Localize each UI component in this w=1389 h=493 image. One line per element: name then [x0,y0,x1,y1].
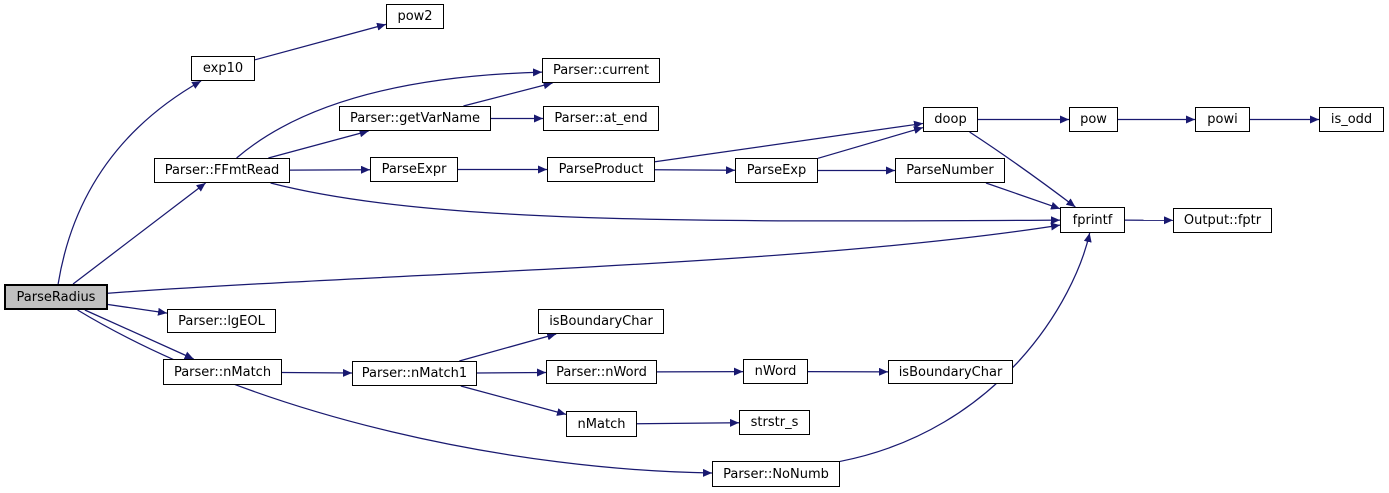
node-parsenumber[interactable]: ParseNumber [895,158,1005,183]
node-current[interactable]: Parser::current [542,58,660,83]
node-nmatch[interactable]: nMatch [566,411,637,437]
node-lgeol[interactable]: Parser::lgEOL [167,309,276,333]
node-exp10[interactable]: exp10 [191,56,255,81]
node-ffmtread[interactable]: Parser::FFmtRead [154,158,290,183]
edge-doop-fprintf [969,131,1076,208]
node-parse_radius: ParseRadius [4,284,108,310]
edge-ffmtread-fprintf [270,182,1061,225]
node-pow2[interactable]: pow2 [386,4,444,29]
node-getvarname[interactable]: Parser::getVarName [339,106,491,131]
node-nonumb[interactable]: Parser::NoNumb [712,461,840,487]
edge-ffmtread-getvarname [268,129,369,159]
node-nmatch1[interactable]: Parser::nMatch1 [352,361,477,386]
node-nword[interactable]: nWord [743,359,808,384]
node-isboundary1[interactable]: isBoundaryChar [538,309,664,334]
edge-ffmtread-current [236,68,543,159]
edge-nmatch1-isboundary1 [459,332,557,362]
node-isboundary2[interactable]: isBoundaryChar [888,360,1013,384]
edge-parse_radius-nmatch_p [84,309,194,360]
node-output_fptr[interactable]: Output::fptr [1173,208,1272,233]
edge-getvarname-current [463,81,553,107]
node-powi[interactable]: powi [1195,107,1250,132]
node-at_end[interactable]: Parser::at_end [543,106,659,131]
node-fprintf[interactable]: fprintf [1060,207,1125,233]
node-nmatch_p[interactable]: Parser::nMatch [163,359,282,385]
node-parseexpr[interactable]: ParseExpr [370,157,458,182]
edge-parse_radius-fprintf [107,222,1061,294]
node-strstr_s[interactable]: strstr_s [739,410,810,435]
node-doop[interactable]: doop [923,107,978,132]
edge-parseproduct-doop [654,120,924,163]
node-is_odd[interactable]: is_odd [1319,107,1384,132]
edge-nmatch1-nmatch [460,385,567,416]
node-pow[interactable]: pow [1069,107,1118,132]
edge-nmatch-strstr_s [636,418,740,427]
edge-parse_radius-exp10 [57,80,202,285]
node-parseproduct[interactable]: ParseProduct [547,157,655,182]
node-parseexp[interactable]: ParseExp [735,158,818,183]
edge-exp10-pow2 [254,22,387,61]
edge-nmatch1-nword_p [476,368,547,377]
edge-parse_radius-ffmtread [72,182,206,285]
edge-parsenumber-fprintf [985,182,1061,210]
edge-parse_radius-lgeol [107,303,168,316]
edge-parseexp-doop [817,126,924,159]
node-nword_p[interactable]: Parser::nWord [546,360,657,384]
edge-parse_radius-nonumb [77,309,713,477]
edge-nmatch_p-nmatch1 [281,368,353,377]
edge-nonumb-fprintf [839,232,1092,463]
